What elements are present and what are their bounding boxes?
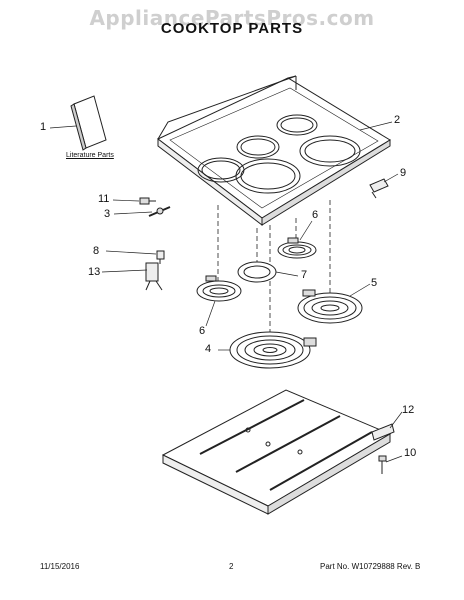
insulation-pad-icon — [237, 261, 277, 283]
screw-icon — [139, 197, 156, 205]
front-bracket-icon — [371, 423, 395, 441]
callout-1: 1 — [40, 121, 47, 133]
fastener-icon — [156, 250, 165, 264]
callout-9: 9 — [400, 167, 407, 179]
literature-booklet-icon — [70, 95, 107, 151]
cooktop-glass-icon — [157, 75, 391, 227]
callout-13: 13 — [88, 266, 101, 278]
radiant-element-small-icon — [277, 237, 317, 259]
callout-5: 5 — [371, 277, 378, 289]
footer-part-number: Part No. W10729888 Rev. B — [320, 562, 421, 571]
radiant-element-large-icon — [229, 331, 317, 369]
callout-8: 8 — [93, 245, 100, 257]
mounting-screw-icon — [378, 455, 387, 474]
radiant-element-right-icon — [297, 289, 363, 324]
clip-icon — [369, 178, 389, 199]
callout-10: 10 — [404, 447, 417, 459]
callout-6-upper: 6 — [312, 209, 319, 221]
burner-box-icon — [161, 389, 392, 515]
callout-3: 3 — [104, 208, 111, 220]
footer-page-number: 2 — [229, 562, 234, 571]
radiant-element-left-icon — [196, 275, 242, 302]
callout-7: 7 — [301, 269, 308, 281]
callout-12: 12 — [402, 404, 415, 416]
callout-2: 2 — [394, 114, 401, 126]
callout-11: 11 — [98, 193, 110, 205]
page-title: COOKTOP PARTS — [160, 20, 304, 37]
sensor-icon — [148, 206, 171, 217]
watermark: AppliancePartsPros.com — [89, 6, 375, 30]
callout-4: 4 — [205, 343, 212, 355]
callout-6-lower: 6 — [199, 325, 206, 337]
literature-parts-label: Literature Parts — [66, 152, 114, 159]
switch-bracket-icon — [145, 262, 163, 291]
footer-date: 11/15/2016 — [40, 562, 80, 571]
